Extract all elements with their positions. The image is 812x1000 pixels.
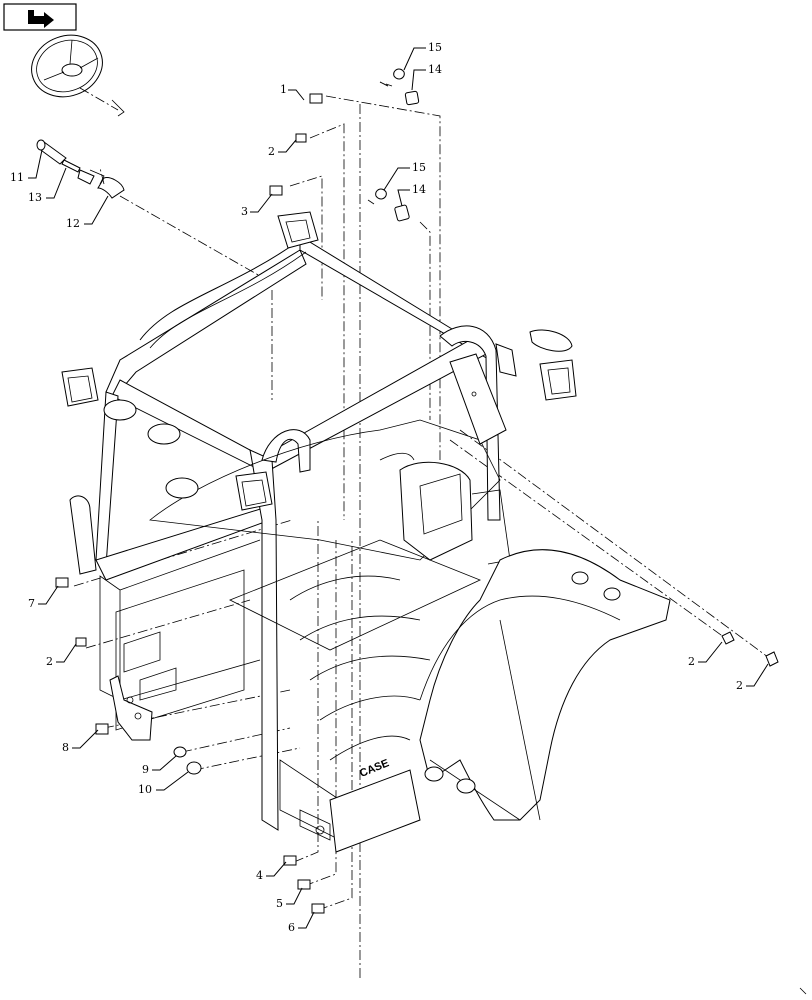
part-2-right-b (765, 651, 779, 667)
callout-10: 10 (138, 783, 152, 796)
leader-lines (28, 47, 769, 929)
callout-2-right-a: 2 (688, 655, 695, 668)
callout-3: 3 (241, 205, 248, 218)
callout-12: 12 (66, 217, 80, 230)
callout-5: 5 (276, 897, 283, 910)
callout-15-top: 15 (428, 41, 442, 54)
nav-back-button[interactable] (3, 3, 77, 31)
callout-11: 11 (10, 171, 24, 184)
part-4 (283, 855, 297, 866)
part-6 (311, 903, 325, 914)
callout-1: 1 (280, 83, 287, 96)
part-2-top (295, 133, 307, 143)
callout-14-top: 14 (428, 63, 442, 76)
part-3 (269, 185, 283, 196)
knob-assembly (36, 139, 261, 277)
part-2-left (75, 637, 87, 647)
part-9 (173, 746, 187, 758)
callout-13: 13 (28, 191, 42, 204)
rear-panel (449, 343, 517, 445)
part-10 (186, 761, 202, 775)
work-lights (61, 211, 577, 511)
callout-2-right-b: 2 (736, 679, 743, 692)
part-2-right-a (721, 631, 735, 645)
cab-frame (69, 235, 501, 831)
callout-8: 8 (62, 741, 69, 754)
callout-4: 4 (256, 869, 263, 882)
part-7 (55, 577, 69, 588)
steering-wheel (31, 34, 125, 117)
callout-7: 7 (28, 597, 35, 610)
callout-6: 6 (288, 921, 295, 934)
part-5 (297, 879, 311, 890)
connector-parts (55, 93, 779, 914)
callout-2-top: 2 (268, 145, 275, 158)
fender: CASE (358, 549, 671, 821)
callout-15-mid: 15 (412, 161, 426, 174)
callout-2-left: 2 (46, 655, 53, 668)
callout-9: 9 (142, 763, 149, 776)
corner-mark (799, 987, 807, 995)
part-8 (95, 723, 109, 735)
return-arrow-icon (28, 10, 54, 28)
part-1 (309, 93, 323, 104)
callout-labels: 1 2 3 7 2 8 9 10 4 5 6 2 2 11 13 12 15 1… (10, 41, 743, 934)
small-fasteners-top (367, 68, 420, 222)
fender-logo: CASE (358, 757, 391, 780)
callout-14-mid: 14 (412, 183, 426, 196)
